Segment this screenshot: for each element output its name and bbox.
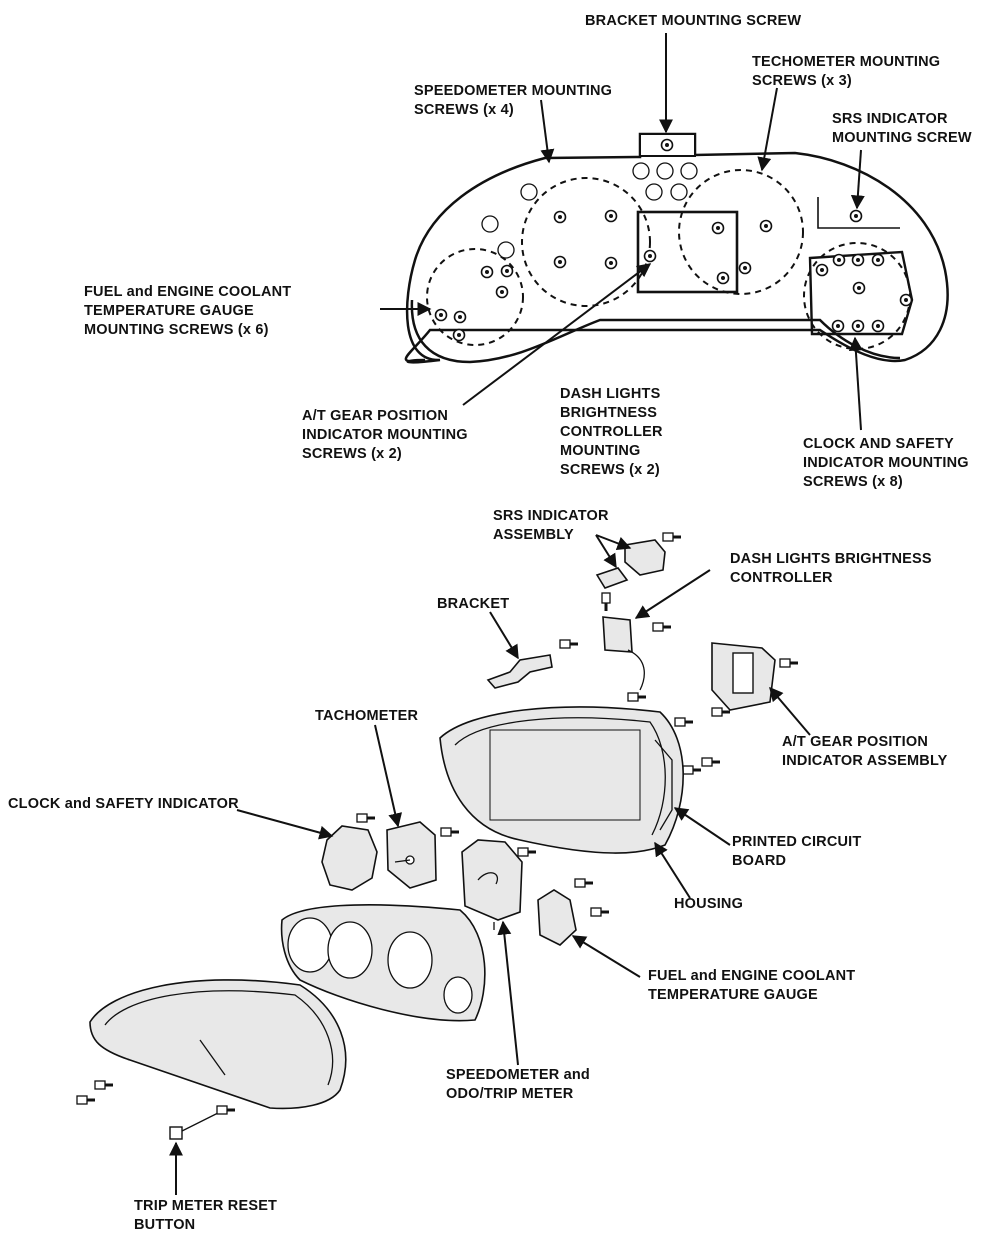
label-bracket: BRACKET (437, 596, 510, 612)
label-clock-safety-mounting-screws: CLOCK AND SAFETY INDICATOR MOUNTING SCRE… (803, 436, 969, 490)
label-speedometer-odo-trip-meter: SPEEDOMETER and ODO/TRIP METER (446, 1067, 590, 1102)
label-fuel-coolant-gauge: FUEL and ENGINE COOLANT TEMPERATURE GAUG… (648, 968, 856, 1003)
label-tachometer: TACHOMETER (315, 708, 419, 724)
label-clock-and-safety-indicator: CLOCK and SAFETY INDICATOR (8, 796, 239, 812)
label-techometer-mounting-screws: TECHOMETER MOUNTING SCREWS (x 3) (752, 54, 941, 89)
label-at-gear-position-mounting-screws: A/T GEAR POSITION INDICATOR MOUNTING SCR… (302, 408, 468, 462)
label-trip-meter-reset-button: TRIP METER RESET BUTTON (134, 1198, 278, 1233)
label-srs-indicator-mounting-screw: SRS INDICATOR MOUNTING SCREW (832, 111, 972, 146)
label-srs-indicator-assembly: SRS INDICATOR ASSEMBLY (493, 508, 609, 543)
label-dash-lights-brightness-controller: DASH LIGHTS BRIGHTNESS CONTROLLER (730, 551, 932, 586)
label-printed-circuit-board: PRINTED CIRCUIT BOARD (732, 834, 862, 869)
label-at-gear-position-indicator-assembly: A/T GEAR POSITION INDICATOR ASSEMBLY (782, 734, 948, 769)
label-dash-lights-controller-mounting-screws: DASH LIGHTS BRIGHTNESS CONTROLLER MOUNTI… (560, 386, 663, 478)
exploded-view (75, 531, 811, 1195)
label-housing: HOUSING (674, 896, 744, 912)
label-bracket-mounting-screw: BRACKET MOUNTING SCREW (585, 13, 802, 29)
meter-panel-rear-view (380, 33, 949, 431)
label-fuel-coolant-mounting-screws: FUEL and ENGINE COOLANT TEMPERATURE GAUG… (84, 284, 292, 338)
label-speedometer-mounting-screws: SPEEDOMETER MOUNTING SCREWS (x 4) (414, 83, 613, 118)
